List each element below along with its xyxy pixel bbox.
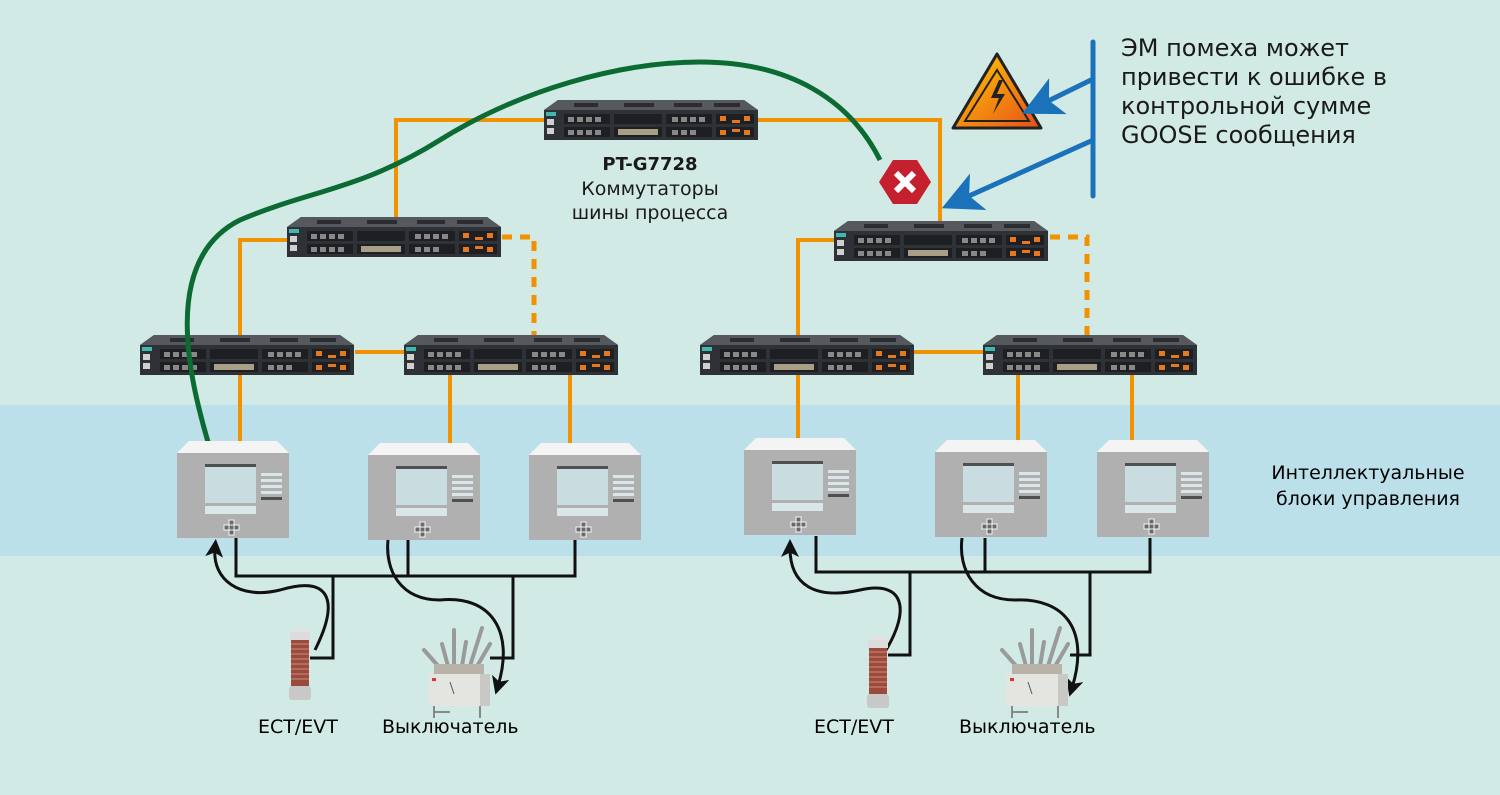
- switch-right-access-1[interactable]: [700, 335, 914, 375]
- switch-left-access-1[interactable]: [140, 335, 354, 375]
- ied-2[interactable]: [367, 442, 481, 541]
- warning-line1: ЭМ помеха может: [1121, 34, 1350, 62]
- switch-right-aggregation[interactable]: [834, 221, 1048, 261]
- high-voltage-warning-icon: [951, 52, 1043, 130]
- switch-left-access-2[interactable]: [404, 335, 618, 375]
- switch-model: PT-G7728: [602, 154, 698, 175]
- sensor-label-right: ECT/EVT: [814, 716, 894, 738]
- warning-line4: GOOSE сообщения: [1121, 121, 1356, 149]
- switch-caption-line1: Коммутаторы: [581, 178, 719, 200]
- circuit-breaker-right: [1000, 626, 1070, 720]
- ring-links: [238, 118, 1134, 445]
- ied-band-label: Интеллектуальные блоки управления: [1248, 460, 1488, 512]
- field-wiring-left: [205, 538, 577, 695]
- ied-label-line1: Интеллектуальные: [1271, 462, 1465, 484]
- ied-label-line2: блоки управления: [1276, 488, 1460, 510]
- em-interference-arrows: [941, 39, 1096, 211]
- stop-x-icon: [879, 160, 931, 204]
- warning-line2: привести к ошибке в: [1121, 63, 1388, 91]
- goose-path: [184, 59, 883, 443]
- switch-left-aggregation[interactable]: [287, 217, 501, 257]
- ied-6[interactable]: [1096, 439, 1210, 538]
- sensor-label-left: ECT/EVT: [258, 716, 338, 738]
- backup-links: [502, 234, 1090, 335]
- warning-text: ЭМ помеха может привести к ошибке в конт…: [1121, 34, 1387, 150]
- breaker-label-right: Выключатель: [959, 716, 1096, 738]
- circuit-breaker-left: [422, 626, 492, 720]
- instrument-transformer-left: [288, 627, 312, 701]
- warning-line3: контрольной сумме: [1121, 92, 1372, 120]
- ied-4[interactable]: [743, 437, 857, 536]
- switch-core[interactable]: [544, 100, 758, 140]
- switch-right-access-2[interactable]: [983, 335, 1197, 375]
- ied-5[interactable]: [934, 439, 1048, 538]
- field-wiring-right: [781, 536, 1152, 697]
- ied-3[interactable]: [528, 442, 642, 541]
- instrument-transformer-right: [866, 635, 890, 709]
- switch-caption-line2: шины процесса: [571, 202, 729, 224]
- ied-1[interactable]: [176, 440, 290, 539]
- switch-caption: PT-G7728 Коммутаторы шины процесса: [560, 153, 740, 225]
- breaker-label-left: Выключатель: [382, 716, 519, 738]
